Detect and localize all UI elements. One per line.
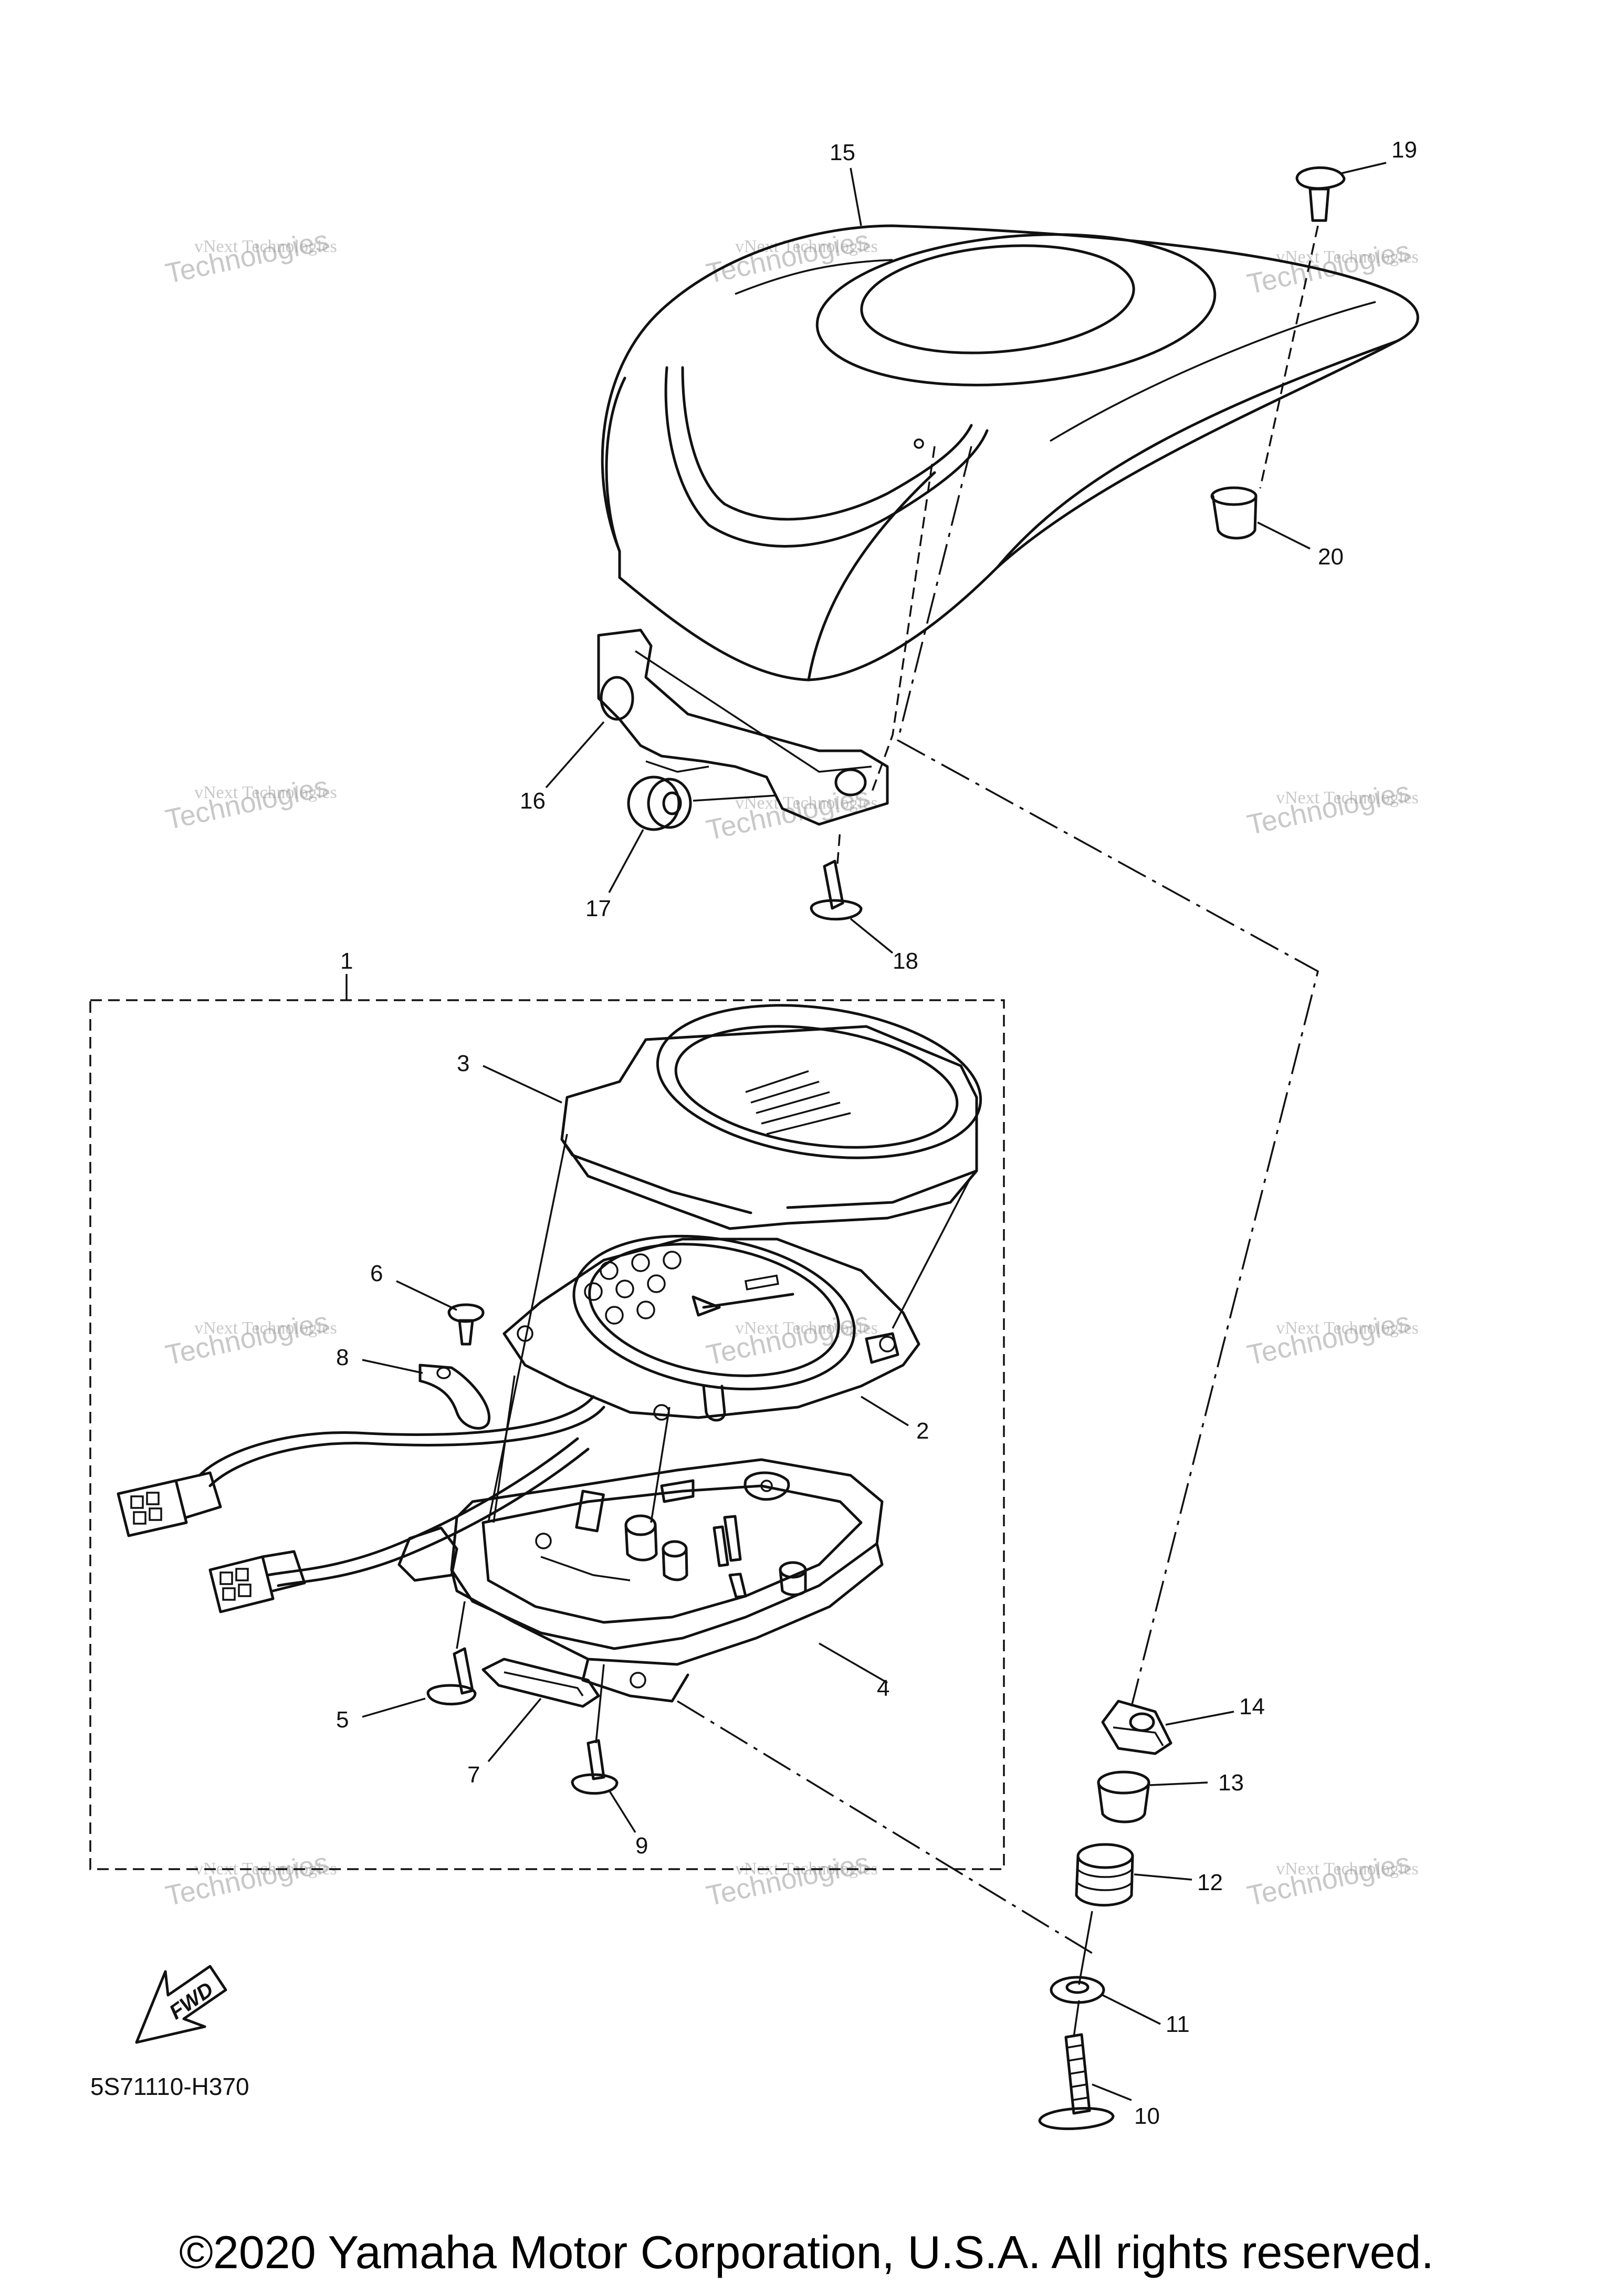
- watermark-text: Technologies: [704, 781, 872, 846]
- part-5-screw: [426, 1647, 477, 1706]
- callout-4: 4: [877, 1675, 889, 1701]
- connector-upper: [117, 1471, 222, 1537]
- watermark-text: vNext Technologies: [735, 237, 878, 256]
- callout-2: 2: [916, 1418, 929, 1444]
- callout-18: 18: [893, 948, 918, 974]
- watermark-text: vNext Technologies: [1276, 788, 1419, 808]
- watermark-text: Technologies: [163, 1306, 331, 1371]
- part-20-damper: [1210, 486, 1258, 540]
- part-4-lower-case: [397, 1458, 884, 1703]
- part-10-bolt: [1038, 2033, 1115, 2130]
- callout-19: 19: [1391, 137, 1417, 163]
- watermark-text: Technologies: [704, 1306, 872, 1371]
- watermark-text: vNext Technologies: [1276, 1859, 1419, 1879]
- watermark: vNext Technologies Technologies: [1244, 1847, 1419, 1912]
- fwd-label: FWD: [165, 1978, 218, 2024]
- copyright-notice: ©2020 Yamaha Motor Corporation, U.S.A. A…: [179, 2226, 1434, 2278]
- part-13-collar: [1097, 1770, 1150, 1823]
- watermark-text: vNext Technologies: [194, 1318, 337, 1338]
- watermark: vNext Technologies Technologies: [1244, 1306, 1419, 1371]
- callout-8: 8: [336, 1345, 349, 1370]
- callout-9: 9: [635, 1833, 648, 1859]
- watermark-text: Technologies: [163, 771, 331, 836]
- watermark-text: Technologies: [704, 225, 872, 290]
- part-3-lens-case: [560, 1004, 982, 1230]
- callout-12: 12: [1197, 1870, 1223, 1895]
- callout-10: 10: [1134, 2103, 1160, 2129]
- watermark-text: Technologies: [1244, 776, 1413, 841]
- part-2-meter-unit: [502, 1234, 920, 1422]
- part-16-bracket: [597, 628, 889, 826]
- part-18-screw: [810, 859, 863, 921]
- callout-6: 6: [370, 1261, 383, 1286]
- connector-lower: [208, 1550, 306, 1613]
- part-12-grommet: [1075, 1843, 1134, 1907]
- fwd-arrow-icon: FWD: [135, 1965, 227, 2044]
- watermark-text: Technologies: [163, 225, 331, 290]
- leader-lines: [345, 162, 1387, 2101]
- watermark-text: vNext Technologies: [1276, 1318, 1419, 1338]
- watermarks: vNext Technologies Technologies vNext Te…: [163, 225, 1419, 1912]
- watermark-text: Technologies: [1244, 1847, 1413, 1912]
- callout-20: 20: [1318, 544, 1344, 570]
- watermark: vNext Technologies Technologies: [163, 225, 337, 290]
- part-17-grommet: [627, 775, 692, 831]
- part-9-screw: [571, 1739, 619, 1795]
- diagram-code: 5S71110-H370: [90, 2073, 249, 2100]
- part-15-meter-cover: [601, 224, 1419, 682]
- assembly-lines: [456, 225, 1319, 2038]
- watermark-text: vNext Technologies: [194, 237, 337, 256]
- callout-3: 3: [457, 1051, 469, 1076]
- callout-11: 11: [1166, 2011, 1190, 2037]
- watermark: vNext Technologies Technologies: [163, 771, 337, 836]
- callout-7: 7: [467, 1762, 480, 1788]
- callout-13: 13: [1218, 1770, 1244, 1796]
- callout-17: 17: [585, 896, 611, 921]
- callout-1: 1: [340, 948, 353, 974]
- part-8-clamp: [418, 1364, 490, 1430]
- watermark: vNext Technologies Technologies: [704, 1847, 878, 1912]
- part-19-screw: [1295, 166, 1346, 222]
- part-14-nut: [1101, 1700, 1172, 1755]
- part-7-gasket: [481, 1658, 600, 1708]
- watermark: vNext Technologies Technologies: [1244, 776, 1419, 841]
- watermark-text: Technologies: [163, 1847, 331, 1912]
- watermark-text: Technologies: [1244, 1306, 1413, 1371]
- watermark: vNext Technologies Technologies: [163, 1847, 337, 1912]
- part-6-screw: [447, 1303, 485, 1346]
- watermark: vNext Technologies Technologies: [1244, 235, 1419, 300]
- callout-labels: 1 2 3 4 5 6 7 8 9 10 11 12 13 14 15 16 1…: [336, 137, 1417, 2129]
- callout-16: 16: [520, 788, 546, 814]
- watermark-text: vNext Technologies: [194, 783, 337, 802]
- part-11-washer: [1050, 1976, 1105, 2004]
- watermark: vNext Technologies Technologies: [163, 1306, 337, 1371]
- meter-assembly-boundary: [89, 999, 1005, 1870]
- watermark-text: Technologies: [704, 1847, 872, 1912]
- callout-15: 15: [830, 140, 855, 165]
- callout-5: 5: [336, 1707, 349, 1733]
- callout-14: 14: [1239, 1694, 1265, 1720]
